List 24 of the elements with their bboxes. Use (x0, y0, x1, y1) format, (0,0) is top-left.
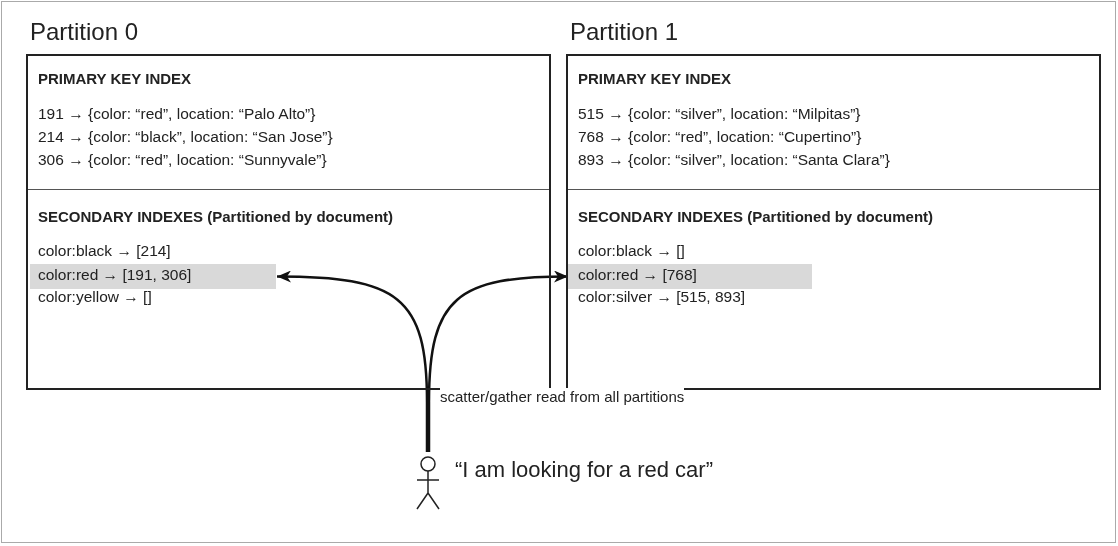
section-heading: SECONDARY INDEXES (Partitioned by document) (38, 208, 394, 225)
section-heading: PRIMARY KEY INDEX (38, 70, 192, 87)
index-entry: color:black → [214] (38, 242, 171, 260)
partition-title: Partition 1 (570, 18, 679, 46)
index-entry: 515 → {color: “silver”, location: “Milpitas”} (578, 105, 861, 123)
index-entry: 191 → {color: “red”, location: “Palo Alto”} (38, 105, 316, 123)
index-entry: color:yellow → [] (38, 288, 152, 306)
highlighted-index-row (568, 264, 812, 289)
index-entry: 893 → {color: “silver”, location: “Santa Clara”} (578, 151, 890, 169)
speech-text: “I am looking for a red car” (455, 457, 713, 483)
index-entry: 768 → {color: “red”, location: “Cupertino”} (578, 128, 862, 146)
partition-title: Partition 0 (30, 18, 139, 46)
arrow (427, 270, 569, 452)
index-entry: 214 → {color: “black”, location: “San Jose”} (38, 128, 333, 146)
highlighted-index-row (30, 264, 276, 289)
index-entry: color:red → [191, 306] (38, 266, 192, 284)
index-entry: color:black → [] (578, 242, 685, 260)
index-entry: color:silver → [515, 893] (578, 288, 746, 306)
index-entry: 306 → {color: “red”, location: “Sunnyvale”} (38, 151, 327, 169)
section-heading: PRIMARY KEY INDEX (578, 70, 732, 87)
arrow (276, 270, 429, 452)
section-heading: SECONDARY INDEXES (Partitioned by document) (578, 208, 934, 225)
index-entry: color:red → [768] (578, 266, 697, 284)
edge-label: scatter/gather read from all partitions (440, 388, 685, 405)
